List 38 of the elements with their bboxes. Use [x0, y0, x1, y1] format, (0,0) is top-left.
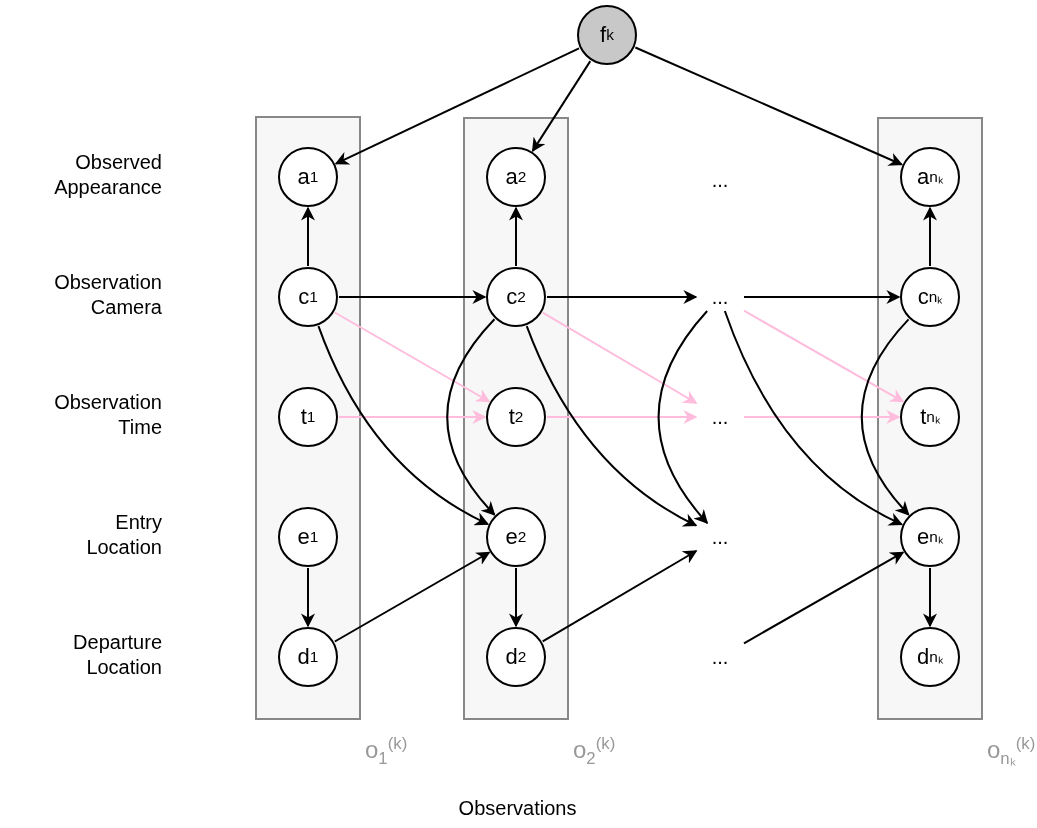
arrow [338, 290, 487, 304]
row-label: Observation Time [53, 390, 162, 440]
ellipsis: ... [700, 405, 740, 429]
arrow [743, 309, 905, 403]
row-label: Entry Location [85, 510, 162, 560]
ellipsis: ... [710, 168, 730, 193]
arrow [743, 551, 905, 645]
arrow [634, 46, 903, 166]
arrow [301, 567, 315, 628]
arrow [525, 325, 698, 527]
axis-label: Observations [457, 796, 578, 821]
arrow [531, 60, 592, 153]
ellipsis: ... [700, 285, 740, 309]
arrow [743, 290, 901, 304]
row-label: Departure Location [72, 630, 162, 680]
arrow [923, 567, 937, 628]
arrow [923, 206, 937, 267]
arrow [541, 550, 698, 643]
arrow [338, 410, 487, 424]
arrow [446, 318, 496, 516]
arrow [546, 290, 698, 304]
arrow [317, 325, 490, 526]
arrow [333, 311, 491, 403]
arrow [541, 311, 698, 404]
arrow [860, 318, 910, 516]
arrow [743, 410, 901, 424]
arrow [509, 567, 523, 628]
arrow [301, 206, 315, 267]
ellipsis: ... [700, 525, 740, 549]
row-label: Observed Appearance [53, 150, 162, 200]
ellipsis: ... [700, 645, 740, 669]
arrow [509, 206, 523, 267]
arrow [723, 310, 903, 526]
arrow [334, 47, 580, 165]
arrow [333, 551, 491, 643]
arrow [546, 410, 698, 424]
row-label: Observation Camera [53, 270, 162, 320]
arrow [657, 310, 709, 525]
